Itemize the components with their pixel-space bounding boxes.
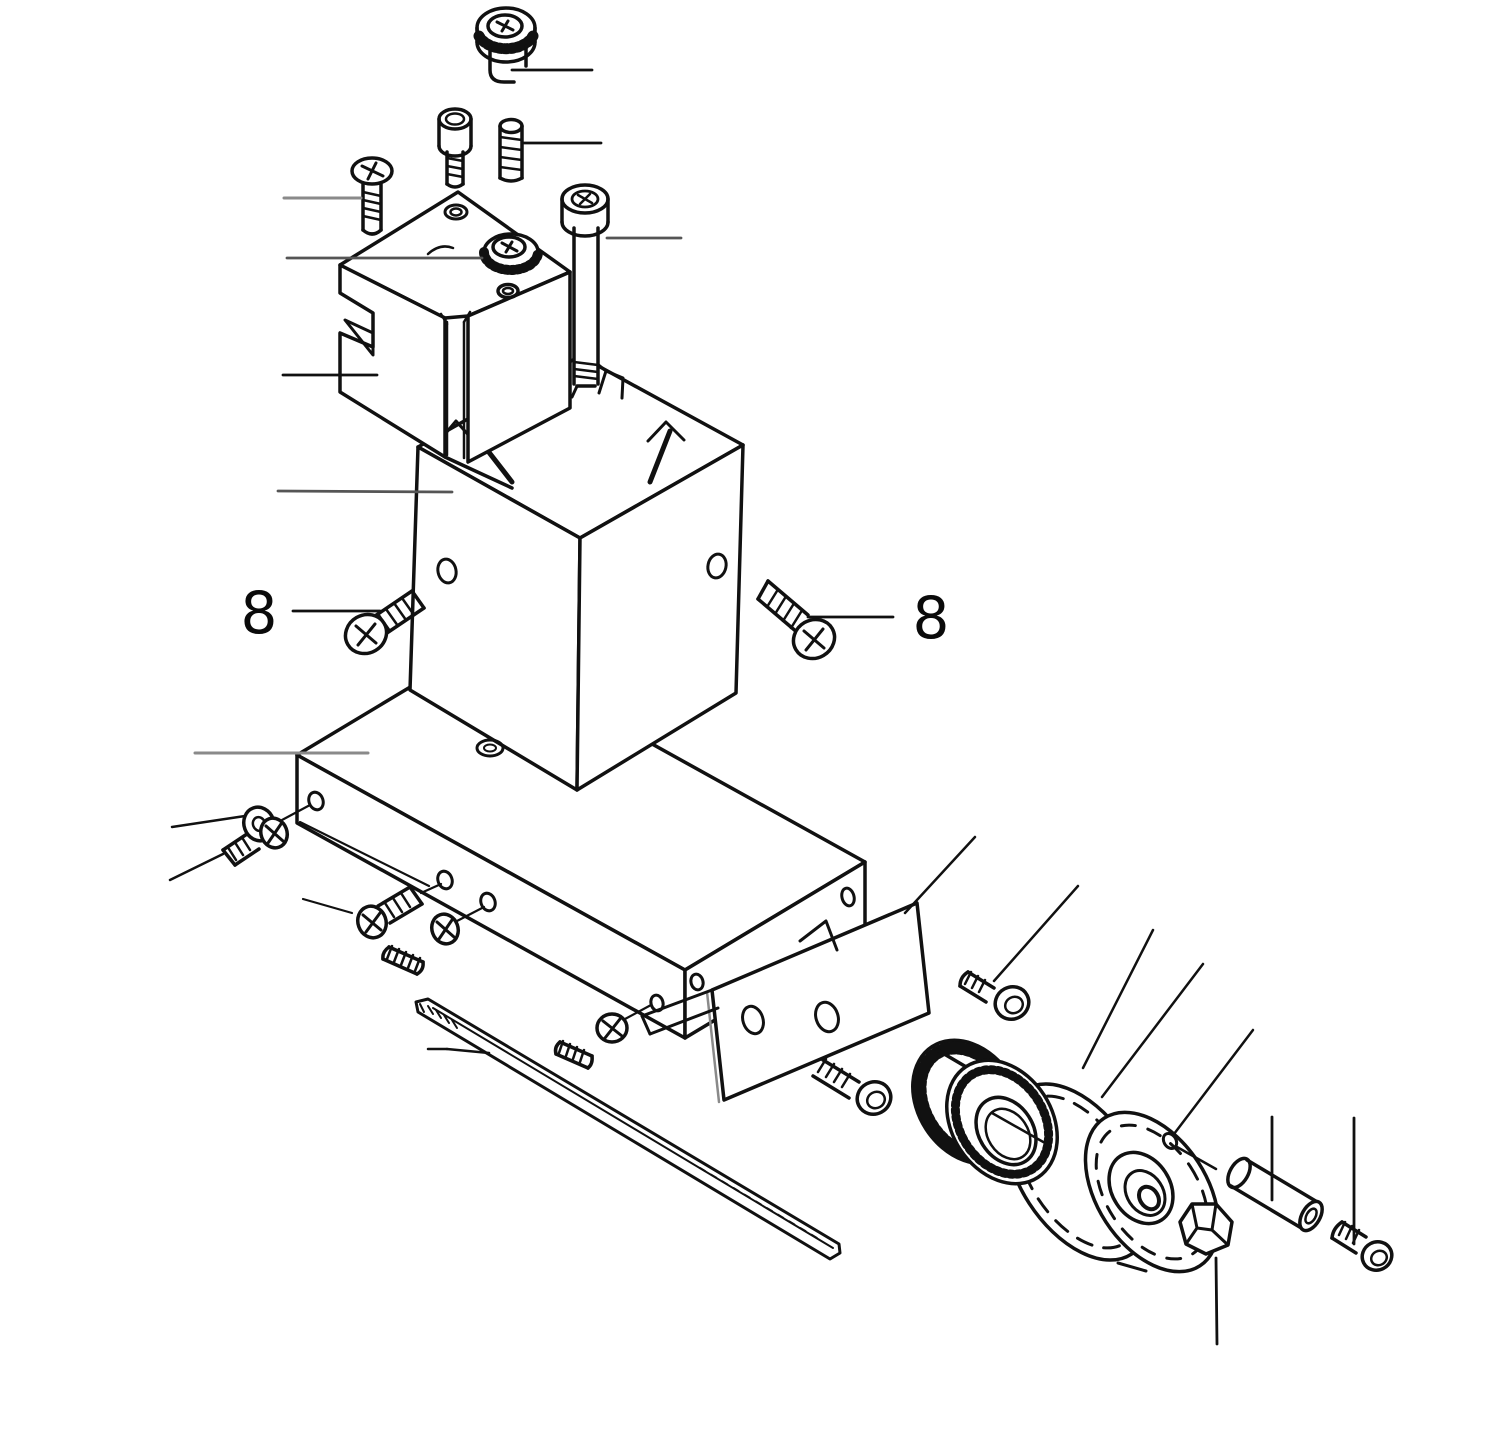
end-retaining-screw <box>553 1003 653 1070</box>
knurled-drum <box>911 1038 1059 1186</box>
drum-fixing-screw <box>958 970 1031 1021</box>
pulley-leader-lines <box>992 884 1255 1136</box>
column-hole-left <box>436 557 458 585</box>
column-leader-line <box>276 489 454 494</box>
hex-nut-leader-line <box>1214 1256 1219 1346</box>
long-socket-head-screw <box>560 183 683 388</box>
knurled-adjust-knob <box>479 232 543 275</box>
column-hole-right <box>706 552 728 580</box>
pan-head-screw-top <box>282 156 394 236</box>
knurled-thumb-nut <box>473 6 594 84</box>
base-plate <box>193 645 867 1040</box>
clamp-head-block <box>281 190 625 490</box>
column-bottom-hole <box>475 738 505 758</box>
front-fixing-screws-and-studs <box>356 882 486 976</box>
hex-nut <box>1178 1202 1234 1346</box>
spacer-screw <box>1330 1116 1394 1272</box>
drum-bore-leader <box>990 1111 1047 1145</box>
washer-with-screw <box>168 803 312 882</box>
pan-head-screw-right <box>756 579 895 661</box>
clamp-plate-screw <box>811 1057 893 1116</box>
spacer-sleeve <box>1226 1115 1324 1233</box>
washer-leader-line <box>170 814 247 829</box>
pulley-face-hole <box>1161 1132 1179 1150</box>
column-block <box>276 354 745 792</box>
washer-screw-leader-line <box>168 852 225 882</box>
label-8-left: 8 <box>241 579 278 647</box>
socket-head-cap-screw <box>437 107 473 189</box>
pan-head-screw-left <box>291 589 426 656</box>
threaded-pin <box>498 117 603 183</box>
clamp-plate <box>640 835 977 1104</box>
clamp-plate-leader-line <box>903 835 977 915</box>
label-8-right: 8 <box>913 584 950 652</box>
flat-blade-strip <box>414 997 842 1261</box>
